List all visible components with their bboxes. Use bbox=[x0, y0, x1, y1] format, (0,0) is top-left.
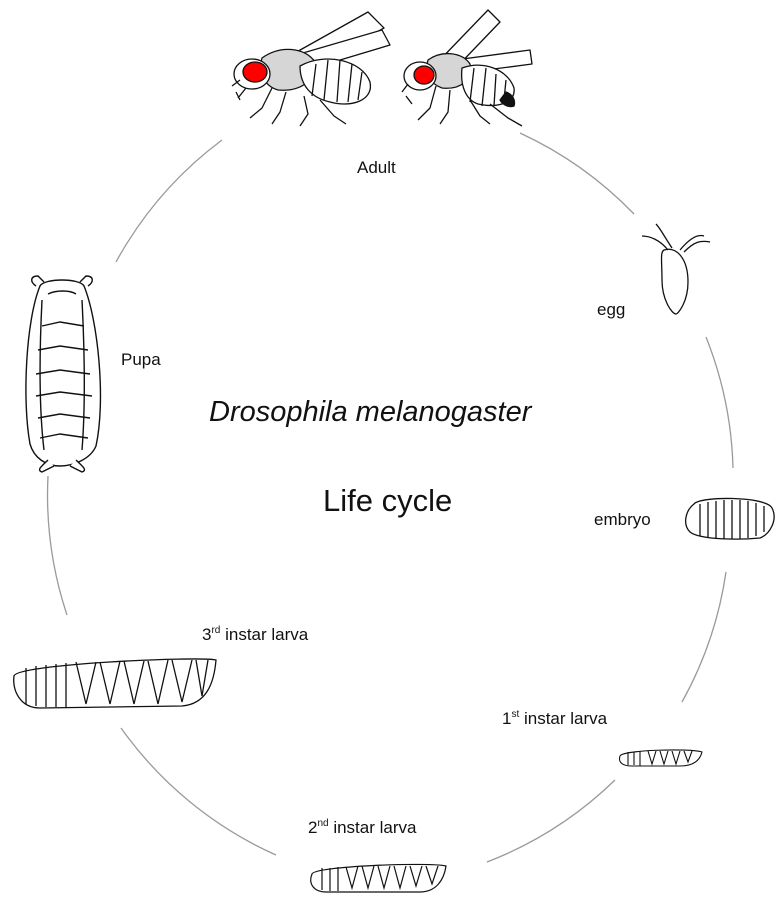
stage-label-second-instar-larva: 2nd instar larva bbox=[308, 818, 416, 838]
stage-label-first-instar-larva: 1st instar larva bbox=[502, 709, 607, 729]
embryo-illustration bbox=[686, 498, 774, 539]
arc-first-larva-to-second-larva bbox=[487, 780, 615, 862]
stage-label-egg: egg bbox=[597, 300, 625, 320]
stage-label-adult: Adult bbox=[357, 158, 396, 178]
arc-adult-to-egg bbox=[520, 133, 634, 214]
pupa-illustration bbox=[26, 276, 101, 472]
third-instar-larva-illustration bbox=[14, 659, 216, 708]
third-larva-text: instar larva bbox=[220, 625, 308, 644]
second-instar-larva-illustration bbox=[311, 864, 446, 892]
first-larva-text: instar larva bbox=[519, 709, 607, 728]
adult-fly-right bbox=[402, 10, 532, 126]
diagram-subtitle: Life cycle bbox=[323, 483, 452, 519]
stage-label-pupa: Pupa bbox=[121, 350, 161, 370]
arc-embryo-to-first-larva bbox=[682, 572, 726, 702]
diagram-title: Drosophila melanogaster bbox=[209, 396, 531, 429]
first-instar-larva-illustration bbox=[620, 750, 703, 766]
stage-label-embryo: embryo bbox=[594, 510, 651, 530]
adult-fly-left bbox=[232, 12, 390, 126]
arc-third-larva-to-pupa bbox=[48, 476, 67, 615]
arc-egg-to-embryo bbox=[706, 337, 733, 468]
arc-pupa-to-adult bbox=[116, 140, 222, 262]
egg-illustration bbox=[642, 224, 710, 314]
stage-label-third-instar-larva: 3rd instar larva bbox=[202, 625, 308, 645]
second-larva-sup: nd bbox=[317, 818, 328, 829]
second-larva-text: instar larva bbox=[329, 818, 417, 837]
arc-second-larva-to-third-larva bbox=[121, 728, 276, 855]
